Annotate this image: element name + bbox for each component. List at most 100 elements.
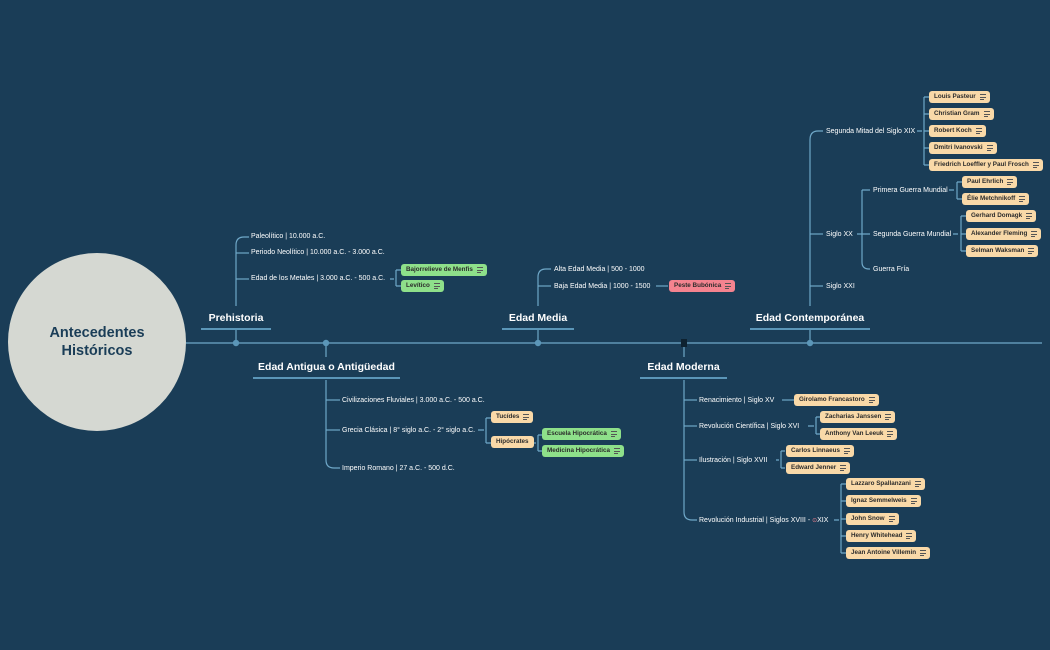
note-gram-label: Christian Gram bbox=[934, 110, 980, 117]
note-bajorrelieve[interactable]: Bajorrelieve de Menfis bbox=[401, 264, 487, 276]
note-levitico[interactable]: Levítico bbox=[401, 280, 444, 292]
note-escuela-label: Escuela Hipocrática bbox=[547, 430, 607, 437]
notes-icon bbox=[844, 448, 850, 454]
note-whitehead-label: Henry Whitehead bbox=[851, 532, 903, 539]
notes-icon bbox=[1007, 179, 1014, 185]
notes-icon bbox=[983, 111, 990, 117]
notes-icon bbox=[725, 283, 732, 289]
topic-alta-edad-media[interactable]: Alta Edad Media | 500 - 1000 bbox=[554, 266, 645, 273]
topic-segunda-guerra[interactable]: Segunda Guerra Mundial bbox=[873, 231, 952, 238]
topic-ilustracion[interactable]: Ilustración | Siglo XVII bbox=[699, 457, 768, 464]
note-ivanovski[interactable]: Dmitri Ivanovski bbox=[929, 142, 997, 154]
topic-baja-edad-media[interactable]: Baja Edad Media | 1000 - 1500 bbox=[554, 283, 651, 290]
notes-icon bbox=[887, 431, 894, 437]
note-escuela-hipocratica[interactable]: Escuela Hipocrática bbox=[542, 428, 621, 440]
era-antigua[interactable]: Edad Antigua o Antigüedad bbox=[258, 361, 395, 373]
note-jenner[interactable]: Edward Jenner bbox=[786, 462, 851, 474]
era-contemporanea[interactable]: Edad Contemporánea bbox=[755, 312, 865, 324]
topic-siglo-xix[interactable]: Segunda Mitad del Siglo XIX bbox=[826, 128, 916, 135]
notes-icon bbox=[1032, 162, 1039, 168]
topic-hipocrates[interactable]: Hipócrates bbox=[491, 436, 534, 448]
notes-icon bbox=[610, 431, 617, 437]
note-fleming-label: Alexander Fleming bbox=[971, 230, 1028, 237]
note-levitico-label: Levítico bbox=[406, 282, 430, 289]
note-spallanzani-label: Lazzaro Spallanzani bbox=[851, 480, 911, 487]
notes-icon bbox=[1026, 213, 1033, 219]
topic-industrial-end: XIX bbox=[817, 517, 829, 524]
era-moderna-underline bbox=[640, 377, 727, 379]
note-loeffler[interactable]: Friedrich Loeffler y Paul Frosch bbox=[929, 159, 1043, 171]
notes-icon bbox=[523, 414, 530, 420]
note-medicina-label: Medicina Hipocrática bbox=[547, 447, 610, 454]
note-linnaeus[interactable]: Carlos Linnaeus bbox=[786, 445, 854, 457]
topic-neolitico[interactable]: Periodo Neolítico | 10.000 a.C. - 3.000 … bbox=[251, 249, 385, 256]
topic-renacimiento[interactable]: Renacimiento | Siglo XV bbox=[699, 397, 775, 404]
topic-fluviales[interactable]: Civilizaciones Fluviales | 3.000 a.C. - … bbox=[342, 397, 485, 404]
topic-revolucion-cientifica[interactable]: Revolución Científica | Siglo XVI bbox=[699, 423, 800, 430]
era-media[interactable]: Edad Media bbox=[508, 312, 568, 324]
note-pasteur-label: Louis Pasteur bbox=[934, 93, 976, 100]
topic-romano[interactable]: Imperio Romano | 27 a.C. - 500 d.C. bbox=[342, 465, 455, 472]
topic-metales[interactable]: Edad de los Metales | 3.000 a.C. - 500 a… bbox=[251, 275, 386, 282]
note-janssen-label: Zacharias Janssen bbox=[825, 413, 882, 420]
note-spallanzani[interactable]: Lazzaro Spallanzani bbox=[846, 478, 925, 490]
note-fracastoro[interactable]: Girolamo Francastoro bbox=[794, 394, 879, 406]
era-prehistoria-underline bbox=[201, 328, 271, 330]
note-fleming[interactable]: Alexander Fleming bbox=[966, 228, 1042, 240]
note-medicina-hipocratica[interactable]: Medicina Hipocrática bbox=[542, 445, 624, 457]
note-peste-bubonica[interactable]: Peste Bubónica bbox=[669, 280, 736, 292]
note-koch[interactable]: Robert Koch bbox=[929, 125, 986, 137]
topic-guerra-fria[interactable]: Guerra Fría bbox=[873, 266, 910, 273]
note-ivanovski-label: Dmitri Ivanovski bbox=[934, 144, 983, 151]
note-ehrlich[interactable]: Paul Ehrlich bbox=[962, 176, 1018, 188]
notes-icon bbox=[906, 533, 913, 539]
notes-icon bbox=[1031, 231, 1038, 237]
era-antigua-underline bbox=[253, 377, 400, 379]
note-peste-label: Peste Bubónica bbox=[674, 282, 722, 289]
notes-icon bbox=[920, 550, 927, 556]
note-domagk-label: Gerhard Domagk bbox=[971, 212, 1023, 219]
notes-icon bbox=[986, 145, 993, 151]
note-domagk[interactable]: Gerhard Domagk bbox=[966, 210, 1037, 222]
topic-grecia[interactable]: Grecia Clásica | 8° siglo a.C. - 2° sigl… bbox=[342, 427, 476, 434]
note-villemin-label: Jean Antoine Villemin bbox=[851, 549, 917, 556]
note-janssen[interactable]: Zacharias Janssen bbox=[820, 411, 896, 423]
era-moderna[interactable]: Edad Moderna bbox=[647, 361, 720, 373]
notes-icon bbox=[975, 128, 982, 134]
note-bajorrelieve-label: Bajorrelieve de Menfis bbox=[406, 266, 473, 273]
note-gram[interactable]: Christian Gram bbox=[929, 108, 994, 120]
notes-icon bbox=[1028, 248, 1035, 254]
notes-icon bbox=[868, 397, 875, 403]
note-loeffler-label: Friedrich Loeffler y Paul Frosch bbox=[934, 161, 1029, 168]
note-whitehead[interactable]: Henry Whitehead bbox=[846, 530, 917, 542]
note-koch-label: Robert Koch bbox=[934, 127, 972, 134]
note-ehrlich-label: Paul Ehrlich bbox=[967, 178, 1004, 185]
note-semmelweis[interactable]: Ignaz Semmelweis bbox=[846, 495, 921, 507]
note-waksman[interactable]: Selman Waksman bbox=[966, 245, 1039, 257]
note-snow[interactable]: John Snow bbox=[846, 513, 899, 525]
note-semmelweis-label: Ignaz Semmelweis bbox=[851, 497, 907, 504]
note-villemin[interactable]: Jean Antoine Villemin bbox=[846, 547, 931, 559]
era-contemporanea-underline bbox=[750, 328, 870, 330]
era-prehistoria[interactable]: Prehistoria bbox=[208, 312, 264, 324]
topic-paleolitico[interactable]: Paleolítico | 10.000 a.C. bbox=[251, 233, 326, 240]
note-metchnikoff[interactable]: Élie Metchnikoff bbox=[962, 193, 1030, 205]
note-leeuk[interactable]: Anthony Van Leeuk bbox=[820, 428, 898, 440]
era-media-underline bbox=[502, 328, 574, 330]
notes-icon bbox=[476, 267, 483, 273]
note-tucidides[interactable]: Tucídes bbox=[491, 411, 534, 423]
notes-icon bbox=[910, 498, 917, 504]
notes-icon bbox=[614, 448, 620, 454]
note-pasteur[interactable]: Louis Pasteur bbox=[929, 91, 990, 103]
notes-icon bbox=[979, 94, 986, 100]
topic-primera-guerra[interactable]: Primera Guerra Mundial bbox=[873, 187, 948, 194]
topic-siglo-xx[interactable]: Siglo XX bbox=[826, 231, 853, 238]
notes-icon bbox=[840, 465, 847, 471]
note-metchnikoff-label: Élie Metchnikoff bbox=[967, 195, 1016, 202]
notes-icon bbox=[885, 414, 892, 420]
note-fracastoro-label: Girolamo Francastoro bbox=[799, 396, 865, 403]
topic-revolucion-industrial[interactable]: Revolución Industrial | Siglos XVIII - ⊙… bbox=[699, 516, 828, 526]
topic-siglo-xxi[interactable]: Siglo XXI bbox=[826, 283, 855, 290]
